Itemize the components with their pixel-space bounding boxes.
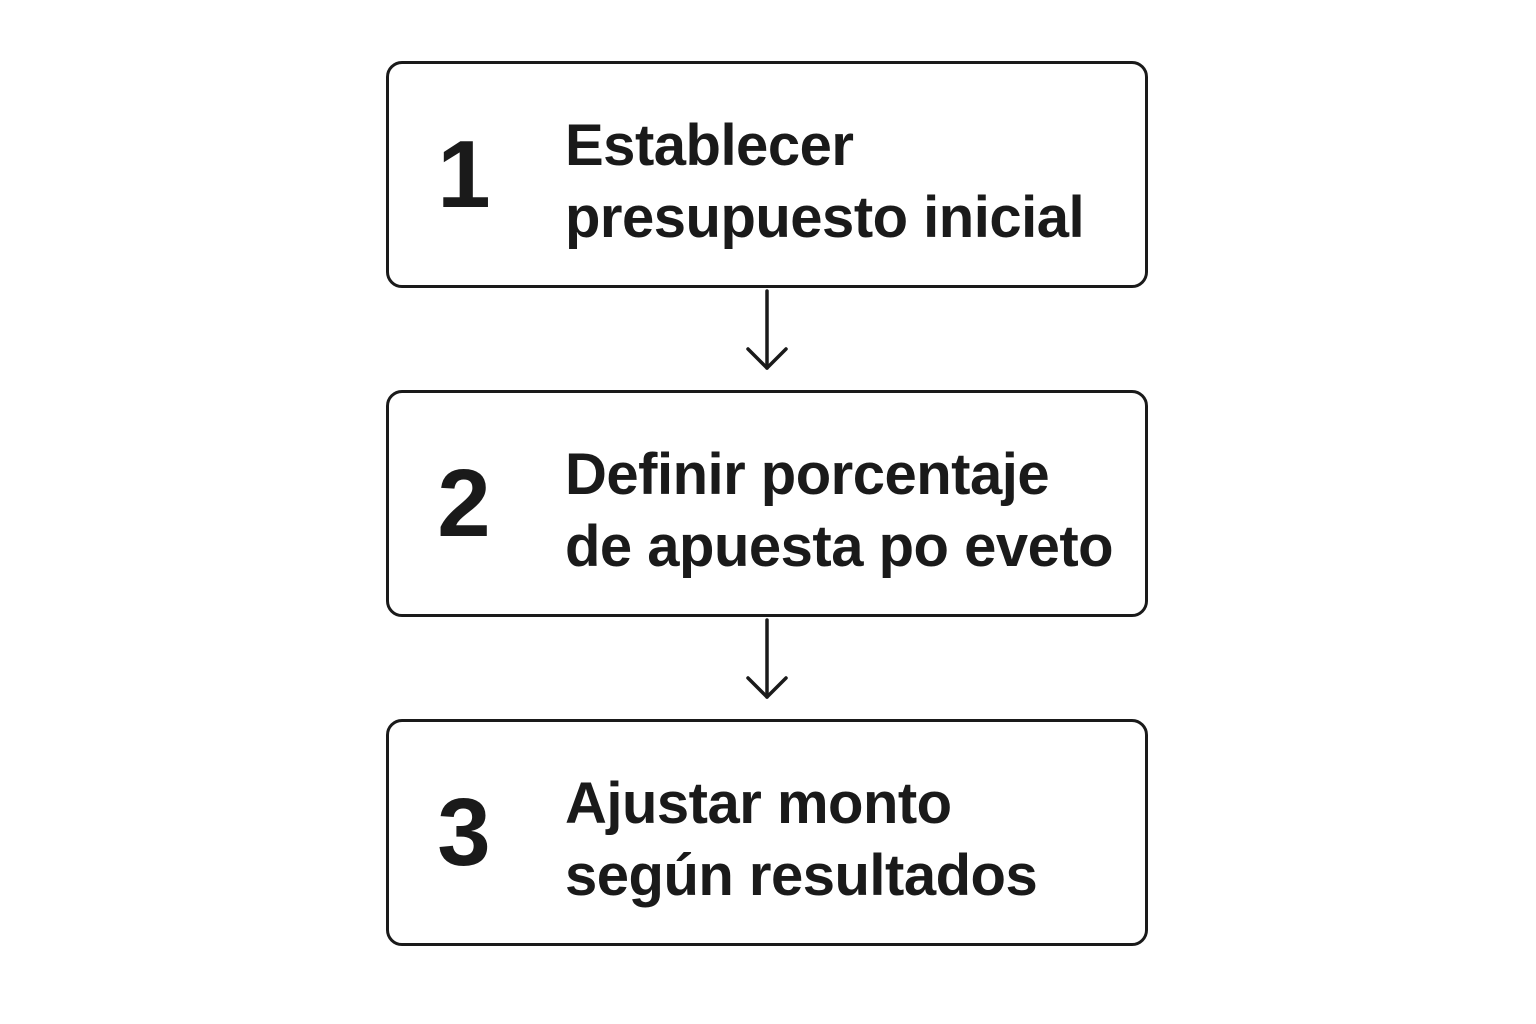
arrow-2-to-3 <box>746 618 788 699</box>
step-label-1-line-1: Establecer <box>565 113 854 178</box>
arrow-down-icon <box>746 676 788 699</box>
step-label-3-line-1: Ajustar monto <box>565 771 952 836</box>
step-label-2: Definir porcentaje de apuesta po eveto <box>565 439 1135 583</box>
step-box-3: 3 Ajustar monto según resultados <box>386 719 1148 946</box>
step-label-2-line-2: de apuesta po eveto <box>565 514 1114 579</box>
step-box-2: 2 Definir porcentaje de apuesta po eveto <box>386 390 1148 617</box>
step-label-1: Establecer presupuesto inicial <box>565 110 1135 254</box>
step-box-1: 1 Establecer presupuesto inicial <box>386 61 1148 288</box>
step-label-1-line-2: presupuesto inicial <box>565 185 1085 250</box>
step-label-3: Ajustar monto según resultados <box>565 768 1135 912</box>
step-label-3-line-2: según resultados <box>565 843 1038 908</box>
arrow-down-icon <box>746 347 788 370</box>
step-number-3: 3 <box>437 778 491 886</box>
arrow-1-to-2 <box>746 289 788 370</box>
step-number-1: 1 <box>437 120 491 228</box>
step-label-2-line-1: Definir porcentaje <box>565 442 1050 507</box>
step-number-2: 2 <box>437 449 491 557</box>
